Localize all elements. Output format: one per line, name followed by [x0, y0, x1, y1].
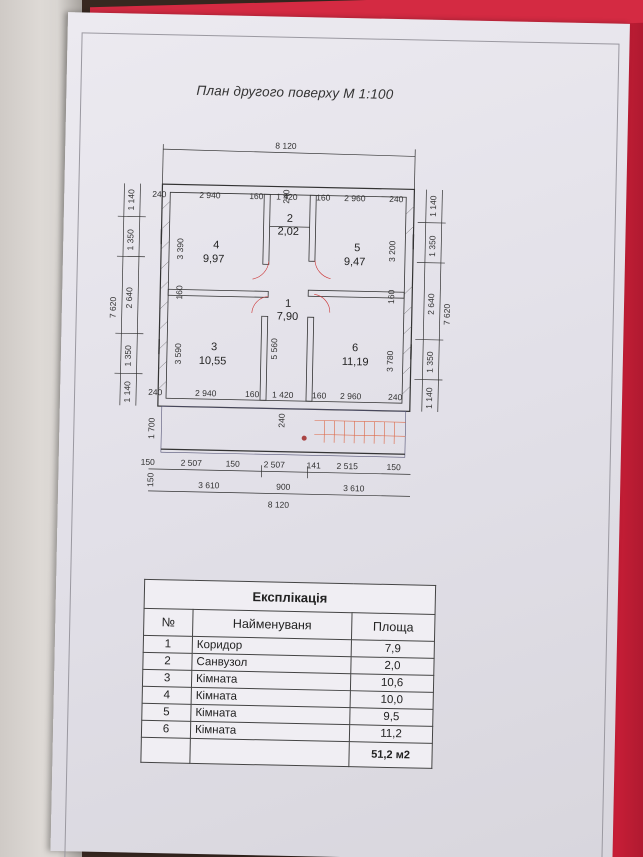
dim-inner-7: 240: [281, 189, 291, 204]
dim-top-3: 1 420: [276, 192, 298, 202]
room-1-area: 7,90: [277, 311, 299, 323]
wall-5-6: [307, 289, 405, 299]
dim-bot-2: 160: [245, 389, 260, 399]
row-num: 5: [141, 703, 192, 722]
wall-3-1: [259, 315, 269, 401]
dim-top-2: 160: [249, 191, 264, 201]
row-area: 2,0: [350, 656, 435, 676]
room-2-num: 2: [287, 213, 293, 225]
header-area: Площа: [351, 612, 436, 642]
dim-bot-4: 160: [312, 390, 327, 400]
explication-table: Експлікація № Найменуваня Площа 1 Коридо…: [140, 578, 437, 769]
drawing-sheet: План другого поверху М 1:100: [50, 12, 630, 857]
dim-inner-6: 160: [386, 289, 396, 304]
row-area: 9,5: [349, 707, 434, 727]
room-5-num: 5: [354, 242, 360, 254]
dim-bot-3: 1 420: [272, 389, 294, 399]
room-2-area: 2,02: [277, 226, 299, 238]
dim-left-3: 1 350: [123, 345, 133, 367]
dim-left-4: 1 140: [122, 381, 132, 403]
row-area: 10,6: [350, 673, 434, 693]
dim-right-4: 1 140: [424, 387, 434, 409]
dim-bot-0: 240: [148, 387, 163, 397]
bal-dim-3: 2 507: [264, 459, 286, 469]
overall-height-left: 7 620: [108, 296, 118, 318]
bal-dim-6: 150: [387, 462, 402, 472]
header-name: Найменуваня: [192, 609, 353, 640]
stairs: [314, 420, 406, 445]
dim-right-1: 1 350: [427, 235, 437, 257]
bal-side-1: 150: [145, 472, 155, 487]
bal-dim-0: 150: [141, 457, 156, 467]
row-area: 11,2: [349, 724, 433, 744]
bal-dim-1: 2 507: [181, 458, 203, 468]
room-6-area: 11,19: [342, 356, 369, 369]
dim-bot-1: 2 940: [195, 388, 217, 398]
row-area: 10,0: [350, 690, 434, 710]
dim-top-6: 240: [389, 194, 404, 204]
dim-line-top: [163, 148, 416, 157]
room-1-num: 1: [285, 298, 291, 310]
dim-top-1: 2 940: [199, 190, 221, 200]
dim-inner-5: 160: [174, 285, 184, 300]
dim-left-2: 2 640: [124, 287, 134, 309]
dim-inner-8: 240: [276, 413, 286, 428]
dim-inner-2: 5 560: [269, 338, 279, 360]
bal-dim-2: 150: [226, 459, 241, 469]
bottom-dim-1: 900: [276, 482, 291, 492]
dim-top-0: 240: [152, 189, 167, 199]
balcony: [160, 405, 407, 458]
header-num: №: [143, 608, 194, 637]
bal-dim-4: 141: [307, 460, 322, 470]
dim-inner-3: 3 200: [387, 240, 397, 262]
row-num: 3: [142, 669, 192, 688]
dim-right-2: 2 640: [426, 293, 436, 315]
dim-left-0: 1 140: [126, 189, 136, 211]
row-num: 2: [142, 652, 193, 671]
row-num: 6: [141, 720, 191, 739]
overall-width-label: 8 120: [275, 140, 297, 150]
room-4-area: 9,97: [203, 253, 225, 265]
balcony-marker: [301, 435, 307, 441]
row-num: 1: [143, 635, 193, 654]
room-6-num: 6: [352, 342, 358, 354]
dim-top-4: 160: [316, 192, 331, 202]
floor-plan: 8 120 240 2 940 160 1 420 160 2 960 240 …: [108, 140, 452, 509]
dim-top-5: 2 960: [344, 193, 366, 203]
wall-4-3: [167, 288, 269, 298]
bal-side-0: 1 700: [146, 417, 156, 439]
room-3-area: 10,55: [199, 355, 227, 368]
dim-inner-4: 3 780: [385, 350, 395, 372]
dim-right-3: 1 350: [425, 351, 435, 373]
overall-height-right: 7 620: [442, 303, 452, 325]
total-row: 51,2 м2: [140, 737, 433, 769]
dim-right-0: 1 140: [428, 195, 438, 217]
room-4-num: 4: [213, 239, 219, 251]
total-area: 51,2 м2: [348, 741, 433, 769]
row-area: 7,9: [351, 639, 435, 659]
wall-6-1: [305, 316, 315, 402]
wall-2-5: [308, 194, 317, 262]
dim-bot-5: 2 960: [340, 391, 362, 401]
bottom-dim-2: 3 610: [343, 483, 365, 493]
dim-left-1: 1 350: [125, 229, 135, 251]
bottom-dim-0: 3 610: [198, 480, 220, 490]
room-5-area: 9,47: [344, 256, 366, 268]
dim-inner-1: 3 590: [173, 343, 183, 365]
bal-dim-5: 2 515: [337, 461, 359, 471]
dim-inner-0: 3 390: [175, 238, 185, 260]
room-3-num: 3: [211, 341, 217, 353]
bottom-overall-width: 8 120: [268, 499, 290, 509]
wall-4-1: [262, 193, 271, 265]
wall-wc: [269, 225, 310, 228]
row-num: 4: [142, 686, 192, 705]
dim-bot-6: 240: [388, 392, 403, 402]
